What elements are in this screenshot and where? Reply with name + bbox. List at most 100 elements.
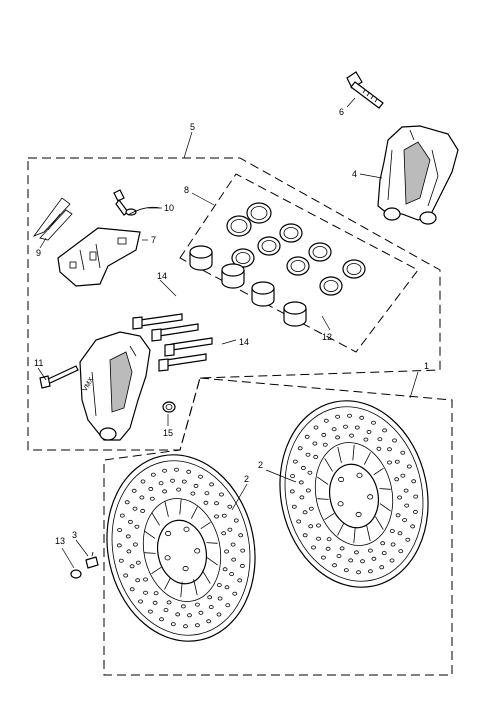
disc-drill-hole	[300, 465, 306, 470]
disc-drill-hole	[187, 613, 192, 618]
disc-drill-hole	[304, 434, 310, 439]
disc-drill-hole	[222, 567, 228, 572]
disc-drill-hole	[308, 524, 314, 529]
disc-drill-hole	[224, 549, 230, 554]
disc-drill-hole	[227, 504, 233, 509]
bleed-nipple-10	[113, 189, 162, 216]
disc-drill-hole	[232, 591, 238, 596]
disc-drill-hole	[404, 503, 410, 508]
disc-drill-hole	[371, 556, 377, 561]
disc-drill-hole	[305, 488, 311, 493]
disc-hub-bolt-hole	[338, 476, 345, 483]
disc-carrier-spoke	[206, 542, 218, 544]
disc-drill-hole	[186, 469, 192, 474]
disc-drill-hole	[180, 604, 186, 609]
disc-drill-hole	[131, 488, 137, 493]
callout-14-top: 14	[157, 271, 167, 281]
disc-drill-hole	[394, 477, 400, 482]
callout-13: 13	[55, 536, 65, 546]
bracket-7	[57, 227, 148, 287]
disc-drill-hole	[194, 602, 200, 607]
callout-labels: 1 2 2 3 4 5 6 7 8 9 10 11 12 13 14 14 15	[34, 107, 429, 546]
callout-15: 15	[163, 428, 173, 438]
disc-drill-hole	[322, 442, 328, 447]
disc-drill-hole	[335, 414, 341, 419]
washer-15	[162, 401, 176, 426]
disc-drill-hole	[313, 425, 319, 430]
disc-carrier-spoke	[373, 467, 384, 476]
disc-carrier-spoke	[375, 516, 384, 530]
disc-drill-hole	[170, 622, 176, 627]
disc-drill-hole	[289, 489, 295, 494]
disc-drill-hole	[353, 550, 359, 555]
disc-drill-hole	[367, 548, 373, 553]
disc-carrier-spoke	[144, 552, 156, 554]
callout-10: 10	[164, 203, 174, 213]
disc-carrier-spoke	[317, 498, 329, 500]
bolts-14	[132, 279, 237, 372]
disc-drill-hole	[143, 577, 148, 582]
disc-drill-hole	[313, 454, 319, 459]
disc-drill-hole	[132, 542, 138, 547]
disc-hub-bolt-hole	[183, 526, 190, 532]
disc-drill-hole	[376, 446, 382, 451]
disc-carrier-spoke	[179, 498, 182, 515]
disc-drill-hole	[316, 523, 321, 528]
disc-drill-hole	[316, 536, 321, 541]
disc-drill-hole	[162, 489, 168, 494]
disc-drill-hole	[198, 474, 203, 479]
disc-drill-hole	[377, 437, 383, 442]
disc-carrier-spoke	[164, 577, 172, 590]
disc-drill-hole	[233, 518, 239, 523]
disc-drill-hole	[302, 510, 308, 515]
disc-drill-hole	[390, 542, 396, 547]
disc-carrier-spoke	[317, 476, 329, 485]
pad-pin-clip-9	[32, 197, 73, 249]
disc-drill-hole	[208, 605, 214, 610]
disc-drill-hole	[190, 491, 196, 496]
disc-drill-hole	[308, 506, 314, 511]
disc-drill-hole	[406, 464, 412, 469]
disc-drill-hole	[175, 612, 181, 617]
disc-carrier-spoke	[200, 521, 211, 530]
disc-drill-hole	[159, 617, 164, 622]
disc-drill-hole	[139, 495, 145, 500]
disc-drill-hole	[296, 519, 302, 524]
disc-drill-hole	[166, 600, 172, 605]
disc-drill-hole	[163, 608, 169, 613]
disc-drill-hole	[129, 564, 135, 569]
disc-carrier-spoke	[324, 458, 333, 472]
disc-drill-hole	[326, 537, 332, 542]
disc-drill-hole	[325, 546, 331, 551]
disc-drill-hole	[198, 610, 204, 615]
disc-drill-hole	[231, 557, 237, 562]
disc-drill-hole	[336, 554, 342, 559]
disc-drill-hole	[349, 433, 355, 438]
disc-drill-hole	[147, 609, 153, 614]
disc-drill-hole	[397, 495, 403, 500]
disc-drill-hole	[400, 473, 406, 478]
disc-drill-hole	[292, 459, 298, 464]
disc-drill-hole	[371, 420, 376, 425]
bolt-6	[346, 71, 384, 109]
disc-drill-hole	[181, 479, 187, 484]
bolt-3	[75, 539, 99, 569]
disc-drill-hole	[216, 583, 222, 588]
disc-drill-hole	[150, 472, 156, 477]
callout-8: 8	[184, 185, 189, 195]
disc-drill-hole	[152, 600, 158, 605]
disc-drill-hole	[118, 558, 124, 563]
disc-drill-hole	[412, 509, 418, 514]
disc-drill-hole	[366, 429, 372, 434]
disc-carrier-spoke	[337, 523, 345, 536]
disc-drill-hole	[305, 452, 311, 457]
disc-drill-hole	[320, 555, 326, 560]
disc-drill-hole	[347, 413, 352, 418]
disc-drill-hole	[227, 527, 233, 532]
disc-drill-hole	[221, 513, 227, 518]
disc-drill-hole	[224, 585, 230, 590]
callout-12: 12	[322, 332, 332, 342]
disc-drill-hole	[400, 450, 406, 455]
disc-carrier-spoke	[202, 570, 211, 584]
disc-carrier-spoke	[144, 530, 156, 539]
